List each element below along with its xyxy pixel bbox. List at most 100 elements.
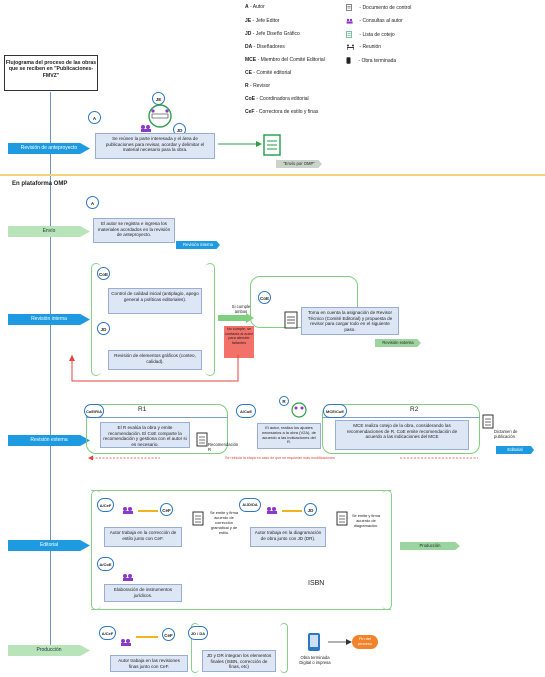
legend-item: CeF - Correctora de estilo y finas [245, 109, 319, 115]
firma-estilo-label: Se emite y firma acuerdo de corrección g… [209, 510, 239, 535]
meeting-icon [347, 44, 354, 50]
meeting-cycle-icon [291, 402, 307, 418]
node-correctora: CeF [162, 628, 175, 641]
consult-icon [123, 507, 133, 514]
produccion-finas-box: Autor trabaja en las revisiones finas ju… [110, 655, 188, 672]
node-jefe-diseno: JD [97, 322, 110, 335]
tag-produccion: Producción [400, 542, 460, 550]
bracket [382, 490, 392, 610]
node-autor: A [88, 111, 101, 124]
document-icon [482, 414, 494, 429]
r2-header [322, 404, 480, 418]
restart-note: Se reinicia la etapa en caso de que se r… [160, 456, 400, 460]
node-jefe-diseno: JD [304, 503, 317, 516]
consult-icon [267, 507, 277, 514]
node-autor-jd-da: A/JD/DA [239, 498, 261, 512]
legend-item: A - Autor [245, 4, 265, 10]
node-jd-da: JD / DA [188, 626, 208, 640]
divider [91, 609, 391, 610]
phone-icon [346, 57, 351, 64]
node-coordinadora: CoE [97, 267, 110, 280]
envio-box: El autor se registra e ingresa los mater… [93, 218, 175, 243]
r1-bracket [86, 404, 228, 454]
si-cumple-label: Si cumple ambos [231, 304, 251, 314]
node-autor: A [86, 196, 99, 209]
r2-label: R2 [410, 406, 419, 413]
consult-icon [123, 574, 133, 581]
platform-label: En plataforma OMP [12, 181, 68, 187]
node-coordinadora: CoE [258, 291, 271, 304]
recomendacion-label: Recomendación R [208, 442, 239, 452]
flowchart-title: Flujograma del proceso de las obras que … [4, 55, 98, 91]
legend-item: JE - Jefe Editor [245, 18, 280, 24]
legend-item: JD - Jefe Diseño Gráfico [245, 31, 300, 37]
tag-editorial: Editorial [496, 446, 534, 454]
arrow-right [218, 141, 262, 147]
node-autor-cef: A/CeF [97, 498, 114, 512]
anteproyecto-box: Se reúnen la parte interesada y el área … [95, 133, 215, 159]
legend-item: - Consultas al autor [346, 18, 403, 24]
r2-box: MCE realiza cotejo de la obra, considera… [335, 420, 469, 450]
tag-revision-externa: Revisión externa [375, 339, 421, 347]
consult-icon [346, 18, 353, 24]
interna-right-box: Toma en cuenta la asignación de Revisor … [301, 307, 399, 335]
editorial-diag-box: Autor trabaja en la diagramación de obra… [250, 527, 326, 547]
tag-envio-omp: "Envío por OMP" [276, 160, 322, 168]
document-icon [336, 511, 348, 526]
interna-coe-box: Control de calidad inicial (antiplagio, … [108, 288, 202, 314]
node-autor-cef: A/CeF [99, 626, 116, 640]
legend-item: MCE - Miembro del Comité Editorial [245, 57, 325, 63]
legend-item: - Reunión [346, 44, 381, 50]
node-jefe-diseno: JD [173, 123, 186, 136]
phone-icon [308, 633, 320, 651]
consult-icon [141, 125, 151, 132]
legend-item: CE - Comité editorial [245, 70, 292, 76]
divider [91, 490, 391, 491]
legend-item: CoE - Coordinadora editorial [245, 96, 309, 102]
fin-proceso: Fin del proceso [352, 635, 378, 649]
stage-editorial: Editorial [8, 540, 90, 551]
no-cumple-box: No cumple, se contacta al autor para ate… [224, 326, 254, 358]
bracket [91, 263, 101, 376]
stage-revision-interna: Revisión interna [8, 314, 90, 325]
node-autor-coe: A/CoE [97, 557, 114, 571]
node-coe-r-a: CoE/R/A [84, 404, 104, 418]
tag-revision-interna: Revisión interna [176, 241, 220, 249]
node-revisor: R [279, 396, 289, 406]
stage-anteproyecto: Revisión de anteproyecto [8, 143, 90, 154]
document-icon [192, 511, 204, 526]
r1-header [86, 404, 228, 418]
node-mce-coe: MCE/CoE [323, 404, 347, 418]
arrow-right [218, 313, 254, 323]
bracket [280, 623, 288, 673]
checklist-icon [346, 31, 352, 38]
exchange-arrow [136, 636, 158, 638]
bracket [205, 263, 215, 376]
bracket [191, 623, 199, 673]
return-arrow [69, 355, 239, 382]
dictamen-label: Dictamen de publicación [494, 429, 518, 439]
produccion-final-box: JD y DR integran los elementos finales (… [202, 650, 276, 672]
node-correctora: CeF [160, 503, 173, 516]
meeting-cycle-icon [148, 104, 172, 128]
firma-diag-label: Se emite y firma acuerdo de diagramación… [351, 513, 381, 528]
legend-item: - Lista de cotejo [346, 31, 395, 38]
exchange-arrow [138, 510, 158, 512]
stage-produccion: Producción [8, 645, 90, 656]
externa-mid-box: El autor, realiza los ajustes necesarios… [257, 423, 321, 449]
stage-envio: Envío [8, 226, 90, 237]
node-autor-coe: A/CoE [236, 404, 256, 418]
document-icon [346, 4, 352, 11]
stage-revision-externa: Revisión externa [8, 435, 90, 446]
interna-jd-box: Revisión de elementos gráficos (conteo, … [108, 350, 202, 370]
editorial-estilo-box: Autor trabaja en la corrección de estilo… [104, 527, 182, 547]
platform-divider [0, 174, 545, 176]
arrow-right [328, 639, 352, 645]
exchange-arrow [282, 510, 302, 512]
obra-terminada-label: Obra terminada Digital o impresa [299, 655, 331, 665]
editorial-inst-box: Elaboración de instrumentos jurídicos. [104, 584, 182, 602]
r1-label: R1 [138, 406, 147, 413]
legend-item: - Obra terminada [346, 57, 396, 64]
document-icon [196, 432, 208, 447]
r2-bracket [322, 404, 480, 454]
